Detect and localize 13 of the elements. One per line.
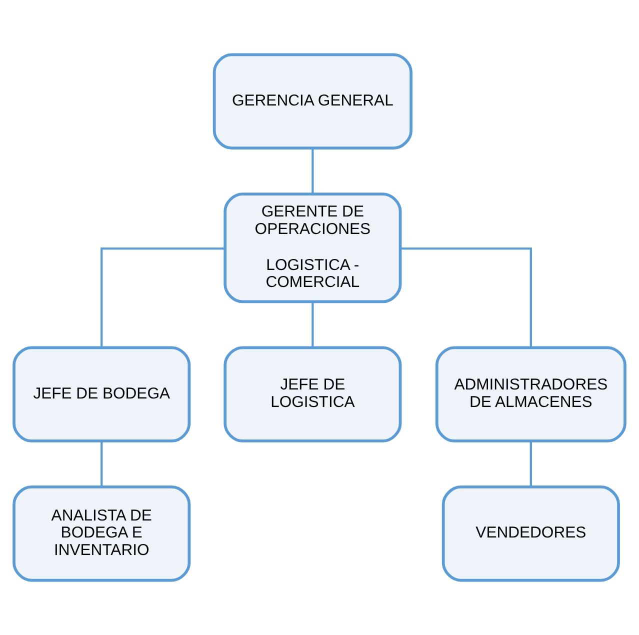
node-box: VENDEDORES [442, 486, 620, 582]
node-box: JEFE DE BODEGA [12, 346, 191, 442]
node-box: ANALISTA DE BODEGA E INVENTARIO [12, 486, 191, 582]
node-box: JEFE DE LOGISTICA [224, 346, 402, 442]
node-box: ADMINISTRADORES DE ALMACENES [435, 346, 626, 442]
connector [312, 148, 314, 194]
node-box: GERENCIA GENERAL [212, 53, 412, 150]
connector [100, 441, 103, 487]
connector [100, 248, 225, 348]
connector [312, 302, 314, 348]
node-box: GERENTE DE OPERACIONES LOGISTICA - COMERCIAL [224, 192, 402, 304]
connector [400, 248, 532, 348]
connector [530, 441, 532, 487]
